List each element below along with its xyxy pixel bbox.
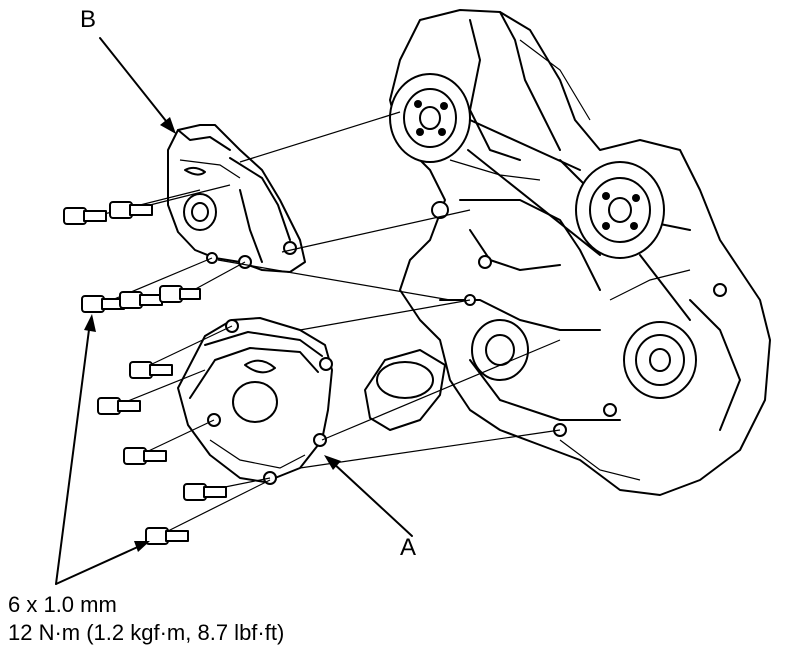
bolt-torque-spec: 12 N·m (1.2 kgf·m, 8.7 lbf·ft) (8, 620, 285, 645)
bolts (63, 201, 227, 545)
bolt-lower-3 (123, 447, 167, 465)
upper-cover-b (167, 124, 306, 273)
lower-cover-a (177, 317, 333, 485)
bolt-lower-1 (129, 361, 173, 379)
bolt-upper-5 (159, 285, 201, 303)
idler-pulley (471, 319, 529, 381)
leader-arrows (55, 37, 413, 585)
bolt-upper-4 (119, 291, 163, 309)
crankshaft-pulley (623, 321, 697, 399)
engine-block (364, 9, 771, 496)
bolt-upper-3 (81, 295, 125, 313)
bolt-size-spec: 6 x 1.0 mm (8, 592, 117, 617)
bolt-lower-5 (145, 527, 189, 545)
rear-camshaft-pulley (389, 73, 471, 163)
bolt-lower-4 (183, 483, 227, 501)
bolt-upper-2 (109, 201, 153, 219)
front-camshaft-pulley (575, 161, 665, 259)
bolt-upper-1 (63, 207, 107, 225)
bolt-lower-2 (97, 397, 141, 415)
alignment-lines (99, 111, 561, 536)
callout-label-a: A (400, 534, 417, 561)
callout-label-b: B (80, 6, 97, 33)
